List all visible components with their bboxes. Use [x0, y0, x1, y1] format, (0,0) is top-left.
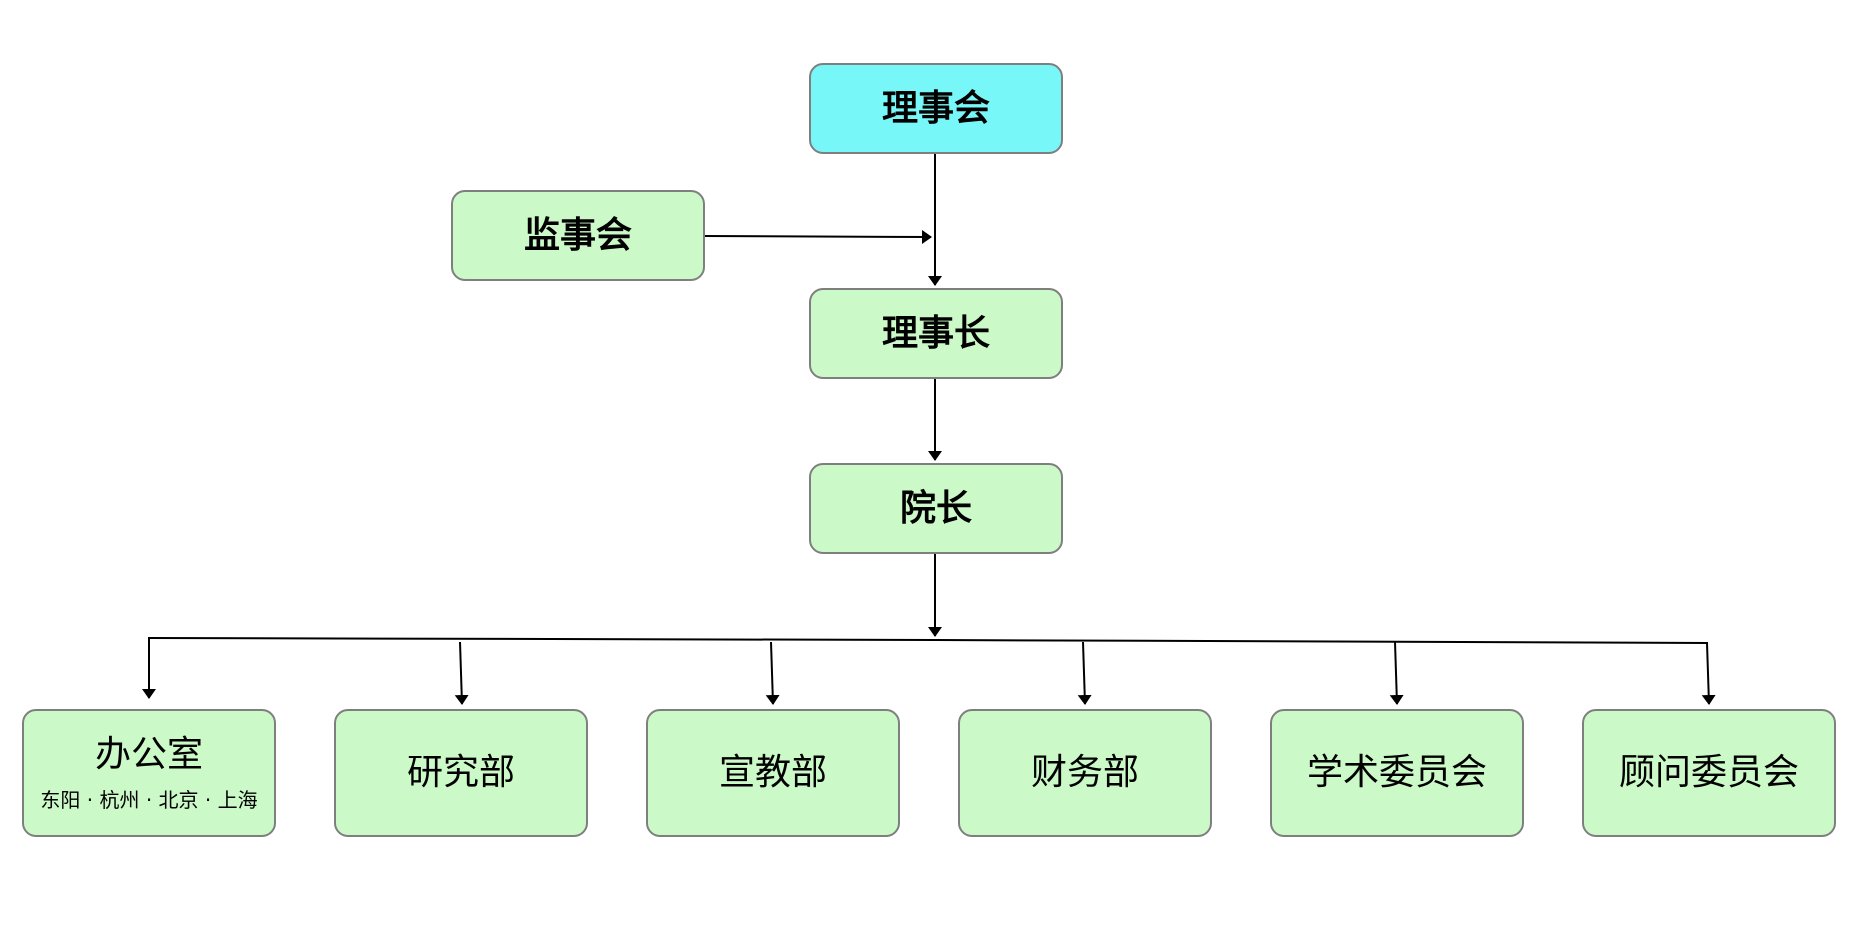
- department-education: 宣教部: [646, 709, 900, 837]
- department-office: 办公室 东阳 · 杭州 · 北京 · 上海: [22, 709, 276, 837]
- department-academic-committee: 学术委员会: [1270, 709, 1524, 837]
- department-label: 办公室: [94, 733, 203, 775]
- arrow-to-dept-6: [1701, 642, 1716, 705]
- board-node: 理事会: [809, 63, 1063, 154]
- department-label: 财务部: [1030, 752, 1139, 794]
- board-label: 理事会: [881, 87, 990, 129]
- department-advisory-committee: 顾问委员会: [1582, 709, 1836, 837]
- department-label: 宣教部: [718, 752, 827, 794]
- department-label: 顾问委员会: [1618, 752, 1799, 794]
- department-label: 学术委员会: [1306, 752, 1487, 794]
- arrow-to-dept-3: [765, 641, 780, 705]
- supervisors-label: 监事会: [523, 214, 632, 256]
- chairman-node: 理事长: [809, 288, 1063, 379]
- department-research: 研究部: [334, 709, 588, 837]
- arrow-supervisors-to-line: [702, 229, 932, 244]
- supervisors-node: 监事会: [451, 190, 705, 281]
- arrow-to-dept-5: [1389, 641, 1404, 705]
- department-sublabel: 东阳 · 杭州 · 北京 · 上海: [40, 788, 258, 813]
- department-label: 研究部: [406, 752, 515, 794]
- department-finance: 财务部: [958, 709, 1212, 837]
- president-label: 院长: [899, 487, 972, 529]
- arrow-to-dept-2: [454, 641, 469, 705]
- arrow-to-dept-4: [1077, 641, 1092, 705]
- president-node: 院长: [809, 463, 1063, 554]
- chairman-label: 理事长: [881, 312, 990, 354]
- department-bus: [147, 637, 1709, 644]
